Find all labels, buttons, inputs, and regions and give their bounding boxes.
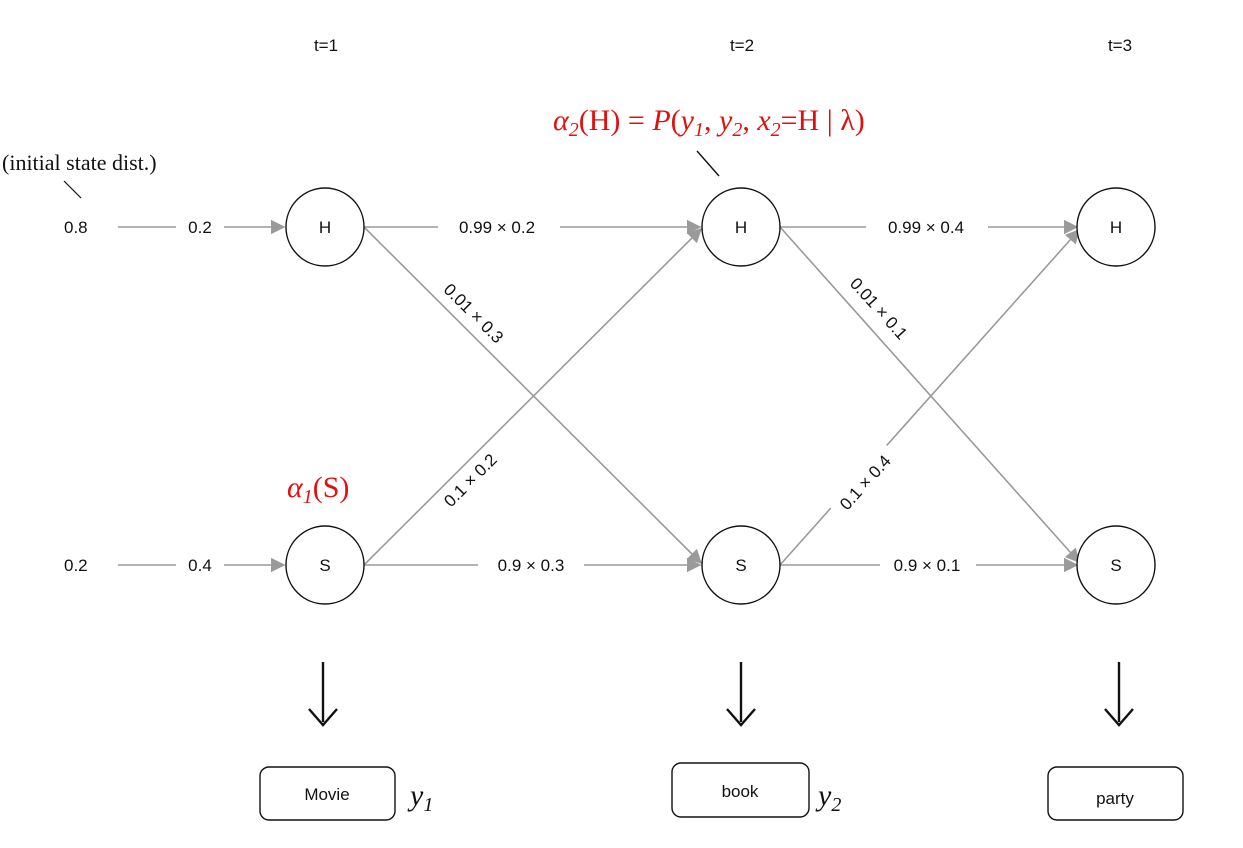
node-t3-h-label: H bbox=[1110, 218, 1122, 237]
edge-t2-hs bbox=[779, 226, 1080, 564]
emit-label-h: 0.2 bbox=[188, 218, 212, 237]
node-t3-s: S bbox=[1076, 525, 1156, 605]
alpha2-annotation: α2(H) = P(y1, y2, x2=H | λ) bbox=[553, 104, 865, 141]
trans-label-t1-ss: 0.9 × 0.3 bbox=[498, 556, 565, 575]
node-t2-s: S bbox=[701, 525, 781, 605]
observation-box-1: Movie bbox=[259, 766, 396, 821]
edge-t1-hs bbox=[363, 226, 703, 565]
node-t1-s-label: S bbox=[319, 556, 330, 575]
node-t1-h: H bbox=[285, 187, 365, 267]
edge-t1-sh bbox=[363, 227, 703, 566]
node-t3-s-label: S bbox=[1110, 556, 1121, 575]
trans-label-t2-sh: 0.1 × 0.4 bbox=[836, 452, 895, 514]
emit-label-s: 0.4 bbox=[188, 556, 212, 575]
observation-symbol-y2: y2 bbox=[815, 779, 841, 816]
trans-label-t2-ss: 0.9 × 0.1 bbox=[894, 556, 961, 575]
alpha1-annotation: α1(S) bbox=[287, 471, 349, 508]
node-t2-h: H bbox=[701, 187, 781, 267]
node-t2-h-label: H bbox=[735, 218, 747, 237]
trans-label-t2-hh: 0.99 × 0.4 bbox=[888, 218, 964, 237]
node-t3-h: H bbox=[1076, 187, 1156, 267]
trans-label-t2-hs-group: 0.01 × 0.1 bbox=[836, 263, 922, 354]
node-t1-s: S bbox=[285, 525, 365, 605]
node-t2-s-label: S bbox=[735, 556, 746, 575]
trans-label-t2-hs: 0.01 × 0.1 bbox=[846, 274, 911, 343]
observation-3-label: party bbox=[1096, 789, 1134, 808]
observation-box-2: book bbox=[671, 762, 810, 818]
emission-arrow-2 bbox=[726, 662, 756, 727]
initial-h-value: 0.8 bbox=[64, 218, 88, 237]
observation-1-label: Movie bbox=[304, 785, 349, 804]
trans-label-t1-sh-group: 0.1 × 0.2 bbox=[431, 441, 509, 519]
node-t1-h-label: H bbox=[319, 218, 331, 237]
time-label-1: t=1 bbox=[314, 36, 338, 55]
edge-t2-sh bbox=[779, 228, 1080, 566]
initial-s-value: 0.2 bbox=[64, 556, 88, 575]
emission-arrow-1 bbox=[308, 662, 338, 727]
observation-symbol-y1: y1 bbox=[407, 779, 433, 816]
observation-box-3: party bbox=[1047, 766, 1184, 821]
time-label-3: t=3 bbox=[1108, 36, 1132, 55]
alpha2-pointer bbox=[696, 150, 720, 177]
trans-label-t1-hh: 0.99 × 0.2 bbox=[459, 218, 535, 237]
trans-label-t1-hs-group: 0.01 × 0.3 bbox=[429, 269, 518, 358]
initial-note-pointer bbox=[63, 180, 82, 199]
initial-dist-note: (initial state dist.) bbox=[2, 150, 157, 175]
trans-label-t2-sh-group: 0.1 × 0.4 bbox=[828, 443, 903, 522]
observation-2-label: book bbox=[722, 782, 759, 801]
emission-arrow-3 bbox=[1104, 662, 1134, 727]
time-label-2: t=2 bbox=[730, 36, 754, 55]
